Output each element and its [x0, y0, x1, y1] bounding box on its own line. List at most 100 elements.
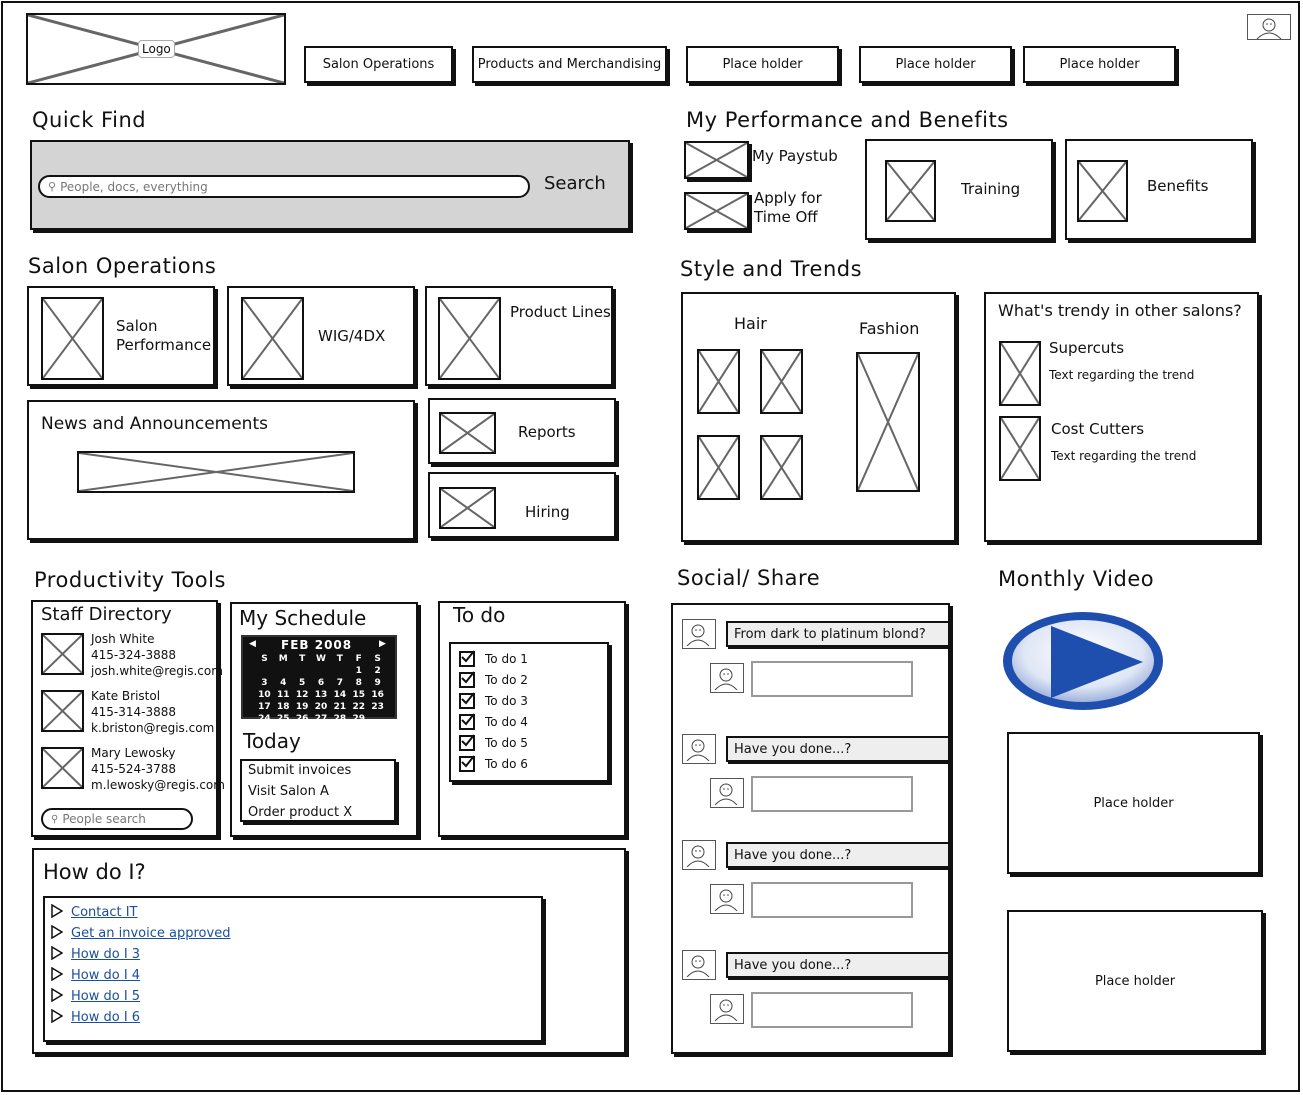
calendar-day-cell[interactable]: 11: [277, 690, 290, 700]
trend-image-2[interactable]: [999, 416, 1041, 481]
calendar-day-cell[interactable]: 4: [280, 678, 287, 688]
hair-image-2[interactable]: [760, 349, 803, 414]
checkbox-checked-icon[interactable]: [459, 650, 475, 667]
calendar-day-cell[interactable]: 3: [261, 678, 268, 688]
checkbox-checked-icon[interactable]: [459, 755, 475, 772]
calendar-day-cell[interactable]: 14: [333, 690, 347, 700]
reply-input[interactable]: [751, 992, 913, 1028]
post-bubble[interactable]: Have you done...?: [726, 736, 950, 762]
video-placeholder-2[interactable]: Place holder: [1007, 910, 1263, 1052]
hair-image-3[interactable]: [697, 435, 740, 500]
calendar-day-cell[interactable]: 21: [333, 702, 347, 712]
nav-salon-operations[interactable]: Salon Operations: [304, 46, 453, 83]
trend-name-2[interactable]: Cost Cutters: [1051, 420, 1145, 438]
today-item-1[interactable]: Submit invoices: [248, 763, 352, 778]
poster-avatar-icon[interactable]: [682, 734, 716, 764]
calendar-day-cell[interactable]: 22: [352, 702, 365, 712]
reply-input[interactable]: [751, 661, 913, 697]
staff-email-1[interactable]: josh.white@regis.com: [91, 664, 223, 678]
checkbox-checked-icon[interactable]: [459, 713, 475, 730]
wig-card[interactable]: WIG/4DX: [227, 286, 415, 386]
calendar-day-cell[interactable]: 17: [258, 702, 271, 712]
calendar-day-cell[interactable]: 19: [295, 702, 309, 712]
calendar-day-cell[interactable]: 1: [355, 666, 362, 676]
poster-avatar-icon[interactable]: [682, 840, 716, 870]
calendar-day-cell[interactable]: 10: [258, 690, 271, 700]
benefits-card[interactable]: Benefits: [1065, 139, 1253, 240]
calendar-day-cell[interactable]: 28: [333, 714, 347, 724]
people-search-input[interactable]: ⚲ People search: [41, 808, 193, 830]
calendar-day-cell[interactable]: 27: [314, 714, 328, 724]
calendar-day-cell[interactable]: [312, 665, 331, 677]
calendar-day-cell[interactable]: 2: [374, 666, 381, 676]
todo-item[interactable]: To do 6: [459, 755, 528, 772]
todo-item[interactable]: To do 4: [459, 713, 528, 730]
nav-products-merchandising[interactable]: Products and Merchandising: [472, 46, 667, 83]
hiring-card[interactable]: Hiring: [428, 472, 616, 538]
how-do-i-item[interactable]: How do I 4: [51, 966, 140, 985]
calendar-day-cell[interactable]: 26: [295, 714, 309, 724]
calendar-day-cell[interactable]: 6: [317, 678, 325, 688]
how-do-i-item[interactable]: Get an invoice approved: [51, 924, 230, 943]
calendar-day-cell[interactable]: [368, 713, 387, 725]
staff-name-1[interactable]: Josh White: [91, 632, 155, 646]
calendar-day-cell[interactable]: 25: [277, 714, 290, 724]
staff-email-2[interactable]: k.briston@regis.com: [91, 721, 215, 735]
today-item-2[interactable]: Visit Salon A: [248, 784, 329, 799]
staff-name-2[interactable]: Kate Bristol: [91, 689, 161, 703]
trend-image-1[interactable]: [999, 341, 1041, 406]
product-lines-card[interactable]: Product Lines: [425, 286, 613, 386]
calendar-day-cell[interactable]: 24: [258, 714, 271, 724]
calendar-day-cell[interactable]: [255, 665, 274, 677]
calendar-day-cell[interactable]: [293, 665, 312, 677]
post-bubble[interactable]: Have you done...?: [726, 842, 950, 868]
logo[interactable]: Logo: [26, 13, 286, 85]
calendar-day-cell[interactable]: 5: [299, 678, 306, 688]
how-do-i-link[interactable]: How do I 5: [71, 989, 141, 1004]
reports-card[interactable]: Reports: [428, 398, 616, 464]
calendar-day-cell[interactable]: 23: [371, 702, 384, 712]
calendar-day-cell[interactable]: 13: [314, 690, 328, 700]
hair-image-1[interactable]: [697, 349, 740, 414]
news-banner-image[interactable]: [77, 451, 355, 493]
reply-input[interactable]: [751, 776, 913, 812]
video-placeholder-1[interactable]: Place holder: [1007, 732, 1260, 874]
time-off-link-line2[interactable]: Time Off: [754, 208, 818, 226]
how-do-i-item[interactable]: Contact IT: [51, 903, 138, 922]
how-do-i-link[interactable]: How do I 4: [71, 968, 141, 983]
poster-avatar-icon[interactable]: [682, 950, 716, 980]
nav-placeholder-3[interactable]: Place holder: [1023, 46, 1176, 83]
reply-input[interactable]: [751, 882, 913, 918]
poster-avatar-icon[interactable]: [682, 619, 716, 649]
calendar-day-cell[interactable]: [274, 665, 293, 677]
today-item-3[interactable]: Order product X: [248, 805, 353, 820]
todo-item[interactable]: To do 2: [459, 671, 528, 688]
play-video-icon[interactable]: [999, 608, 1171, 716]
post-bubble[interactable]: Have you done...?: [726, 952, 950, 978]
nav-placeholder-1[interactable]: Place holder: [686, 46, 839, 83]
nav-placeholder-2[interactable]: Place holder: [859, 46, 1012, 83]
calendar-day-cell[interactable]: 29: [352, 714, 365, 724]
how-do-i-link[interactable]: Get an invoice approved: [71, 926, 231, 941]
calendar-day-cell[interactable]: 8: [355, 678, 362, 688]
calendar-prev-icon[interactable]: ◀: [249, 639, 256, 649]
how-do-i-link[interactable]: How do I 3: [71, 947, 141, 962]
calendar-next-icon[interactable]: ▶: [379, 639, 386, 649]
how-do-i-item[interactable]: How do I 5: [51, 987, 140, 1006]
staff-name-3[interactable]: Mary Lewosky: [91, 746, 176, 760]
trend-name-1[interactable]: Supercuts: [1049, 339, 1125, 357]
checkbox-checked-icon[interactable]: [459, 692, 475, 709]
how-do-i-link[interactable]: How do I 6: [71, 1010, 141, 1025]
user-avatar-icon[interactable]: [1247, 14, 1291, 40]
time-off-link-line1[interactable]: Apply for: [754, 189, 822, 207]
how-do-i-link[interactable]: Contact IT: [71, 905, 138, 920]
calendar-day-cell[interactable]: [330, 665, 349, 677]
calendar-day-cell[interactable]: 15: [352, 690, 365, 700]
training-card[interactable]: Training: [865, 139, 1053, 240]
staff-email-3[interactable]: m.lewosky@regis.com: [91, 778, 225, 792]
calendar-day-cell[interactable]: 12: [295, 690, 309, 700]
time-off-image[interactable]: [684, 192, 749, 230]
hair-image-4[interactable]: [760, 435, 803, 500]
calendar-day-cell[interactable]: 7: [336, 678, 343, 688]
